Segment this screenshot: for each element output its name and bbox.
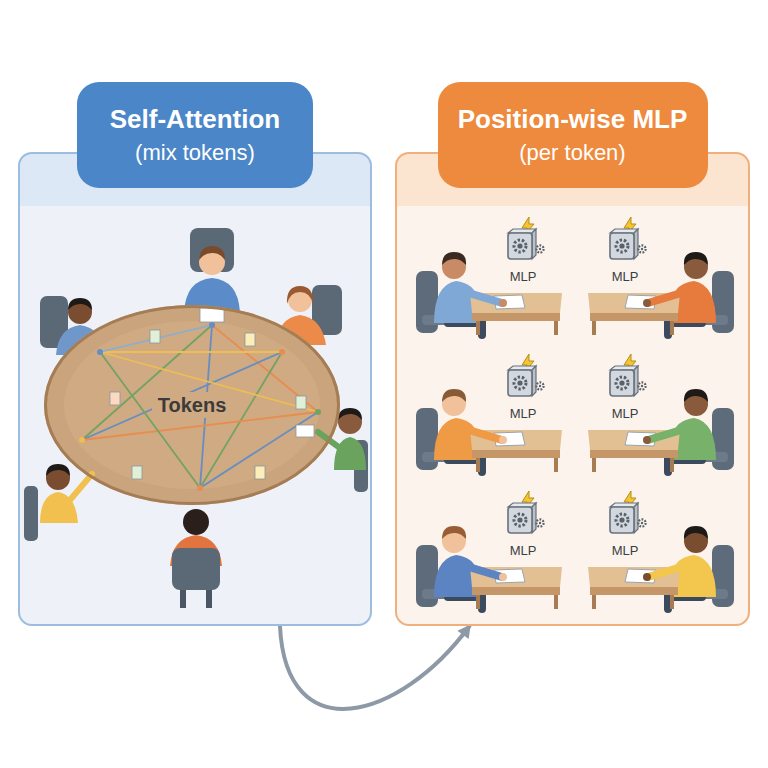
mlp-label: MLP <box>510 269 537 285</box>
mlp-label: MLP <box>612 269 639 285</box>
attention-panel: Self-Attention(mix tokens)Tokens <box>18 152 372 626</box>
panel-title: Self-Attention <box>110 101 280 137</box>
token-table: Tokens <box>44 305 340 505</box>
mlp-label: MLP <box>510 543 537 559</box>
mlp-icon <box>508 217 646 533</box>
panel-subtitle: (mix tokens) <box>135 137 255 169</box>
panel-ground <box>18 152 750 626</box>
mlp-panel: Position-wise MLP(per token) <box>395 152 750 626</box>
mlp-label: MLP <box>510 406 537 422</box>
mlp-workstations <box>416 252 734 609</box>
header-tab: Position-wise MLP(per token) <box>438 82 708 188</box>
panel-title: Position-wise MLP <box>458 101 688 137</box>
mlp-label: MLP <box>612 406 639 422</box>
mlp-label: MLP <box>612 543 639 559</box>
round-table <box>44 305 340 505</box>
attention-lines <box>79 322 321 491</box>
person-front-row <box>24 408 368 608</box>
flow-arrow <box>280 626 470 709</box>
panel-subtitle: (per token) <box>519 137 625 169</box>
header-tab: Self-Attention(mix tokens) <box>77 82 313 188</box>
document-icons <box>110 308 314 479</box>
node-label: Tokens <box>152 392 233 418</box>
